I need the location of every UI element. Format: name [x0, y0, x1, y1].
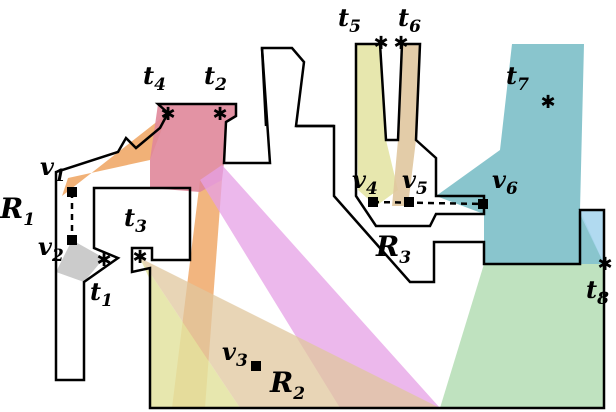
- region-label-r2: R2: [269, 366, 305, 404]
- visibility-regions: [56, 44, 604, 408]
- guard-label-t1: t1: [90, 277, 113, 311]
- guard-label-t8: t8: [586, 275, 609, 309]
- guard-label-t5: t5: [338, 3, 361, 37]
- guard-t5-star-icon: ✱: [373, 33, 388, 54]
- region-label-r3: R3: [375, 230, 411, 268]
- guard-label-t4: t4: [143, 61, 166, 95]
- vertex-v1-marker: [67, 187, 77, 197]
- gray-wedge-t1: [56, 240, 104, 282]
- vertex-label-v6: v6: [492, 165, 518, 199]
- vertex-label-v4: v4: [352, 165, 378, 199]
- tan-column-t6: [392, 44, 420, 206]
- vertex-label-v2: v2: [38, 232, 64, 266]
- tan-wedge-t3: [140, 258, 440, 408]
- guard-markers: ✱ ✱ ✱ ✱ ✱ ✱ ✱ ✱: [96, 33, 612, 275]
- guard-t2-star-icon: ✱: [212, 104, 227, 125]
- guard-label-t7: t7: [506, 61, 529, 95]
- pink-area-t2: [150, 104, 236, 192]
- t-wall: [260, 47, 334, 128]
- vertex-v5-marker: [404, 197, 414, 207]
- guard-t1-star-icon: ✱: [96, 250, 111, 271]
- vertex-markers: [67, 187, 488, 371]
- magenta-beam: [200, 165, 440, 408]
- polygon-outline: [54, 46, 606, 410]
- guard-t3-star-icon: ✱: [132, 247, 147, 268]
- vertex-v3-marker: [251, 361, 261, 371]
- dashed-edge-v4-v6: [372, 200, 484, 206]
- vertex-v2-marker: [67, 235, 77, 245]
- guard-label-t3: t3: [124, 203, 147, 237]
- r3-room-outline: [354, 42, 486, 228]
- vertex-label-v1: v1: [40, 152, 66, 186]
- vertex-label-v3: v3: [222, 337, 248, 371]
- olive-column-t5: [356, 44, 398, 206]
- region-label-r1: R1: [0, 192, 35, 230]
- labels: R1 R2 R3 t1 t2 t3 t4 t5 t6 t7 t8 v1 v2 v…: [0, 3, 609, 404]
- guard-t7-star-icon: ✱: [540, 92, 555, 113]
- lightblue-corner: [578, 210, 604, 264]
- guard-label-t2: t2: [204, 61, 227, 95]
- vertex-label-v5: v5: [402, 165, 428, 199]
- guard-t8-star-icon: ✱: [597, 254, 612, 275]
- orange-wedge-t4: [62, 113, 168, 196]
- vertex-v4-marker: [368, 197, 378, 207]
- vertex-v6-marker: [478, 199, 488, 209]
- guard-t6-star-icon: ✱: [393, 33, 408, 54]
- guard-label-t6: t6: [398, 3, 421, 37]
- green-region-t8: [440, 264, 604, 408]
- guard-t4-star-icon: ✱: [160, 104, 175, 125]
